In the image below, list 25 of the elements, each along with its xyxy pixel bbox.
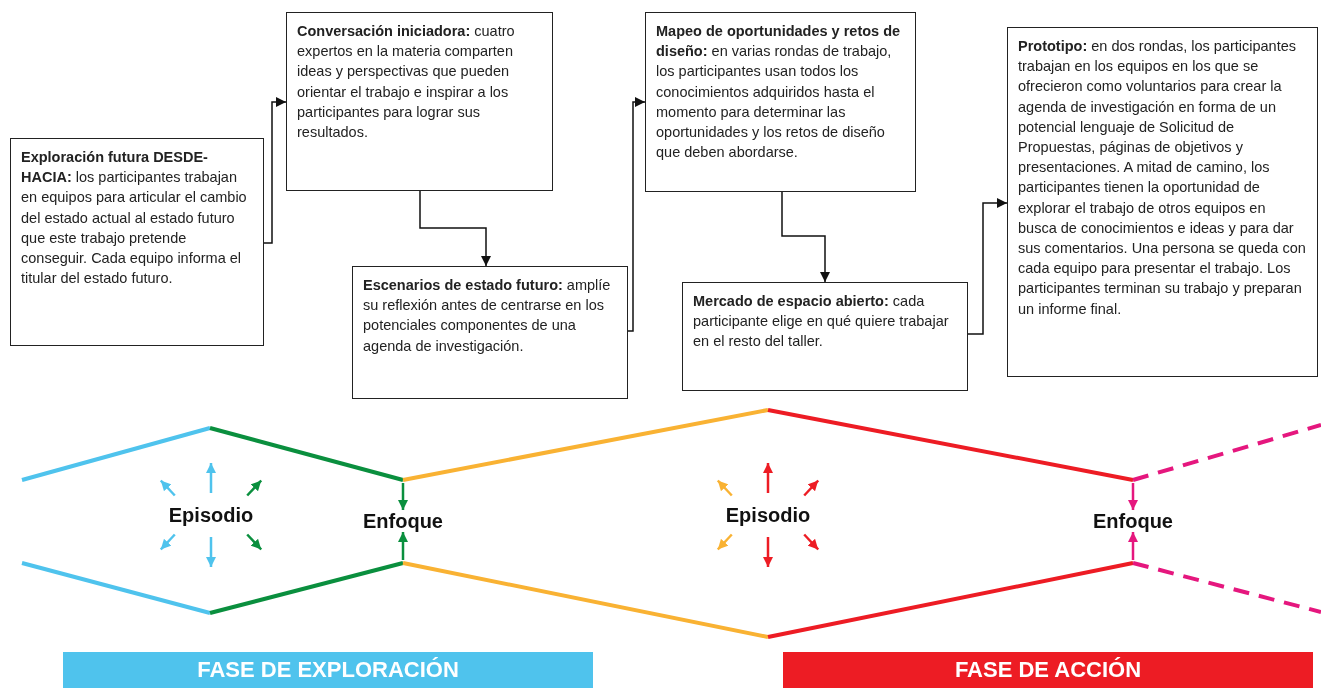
step-box xyxy=(1007,27,1318,377)
focus-label: Enfoque xyxy=(363,509,443,533)
step-description: Prototipo: en dos rondas, los participantes trabajan en los equipos en los que se ofrecieron como voluntarios para crear la agenda de investigación en forma de un potencial lenguaje de Solicitud de Propuestas, páginas de objetivos y presentaciones. A mitad de camino, los participantes tienen la oportunidad de explorar el trabajo de otros equipos en busca de conocimientos e ideas y para dar sus comentarios. Una persona se queda con cada equipo para presentar el trabajo. Los participantes terminan su trabajo y preparan un informe final. xyxy=(1018,37,1307,319)
step-description: Escenarios de estado futuro: amplíe su reflexión antes de centrarse en los potenciales componentes de una agenda de investigación. xyxy=(363,276,612,356)
phase-banner xyxy=(63,652,593,688)
step-description: Conversación iniciadora: cuatro expertos en la materia comparten ideas y perspectivas que pueden orientar el trabajo e inspirar a los participantes para lograr sus resultados. xyxy=(297,22,516,142)
step-description: Mercado de espacio abierto: cada participante elige en qué quiere trabajar en el resto del taller. xyxy=(693,292,950,352)
episode-label: Episodio xyxy=(168,503,254,527)
connector-arrow xyxy=(419,190,491,267)
step-box xyxy=(352,266,628,399)
phase-title: FASE DE ACCIÓN xyxy=(954,657,1142,683)
connector-arrow xyxy=(263,97,287,244)
step-box xyxy=(286,12,553,191)
step-description: Exploración futura DESDE-HACIA: los participantes trabajan en equipos para articular el cambio del estado actual al estado futuro que este trabajo pretende conseguir. Cada equipo informa el titular del estado futuro. xyxy=(21,148,248,289)
step-box xyxy=(645,12,916,192)
connector-arrow xyxy=(627,97,646,332)
step-box xyxy=(682,282,968,391)
episode-label: Episodio xyxy=(725,503,811,527)
connector-arrow xyxy=(967,198,1008,335)
step-box xyxy=(10,138,264,346)
focus-label: Enfoque xyxy=(1093,509,1173,533)
connector-arrow xyxy=(781,191,830,283)
step-description: Mapeo de oportunidades y retos de diseño: en varias rondas de trabajo, los participantes usan todos los conocimientos adquiridos hasta el momento para determinar las oportunidades y los retos de diseño que deben abordarse. xyxy=(656,22,902,163)
phase-banner xyxy=(783,652,1313,688)
phase-title: FASE DE EXPLORACIÓN xyxy=(197,657,459,683)
